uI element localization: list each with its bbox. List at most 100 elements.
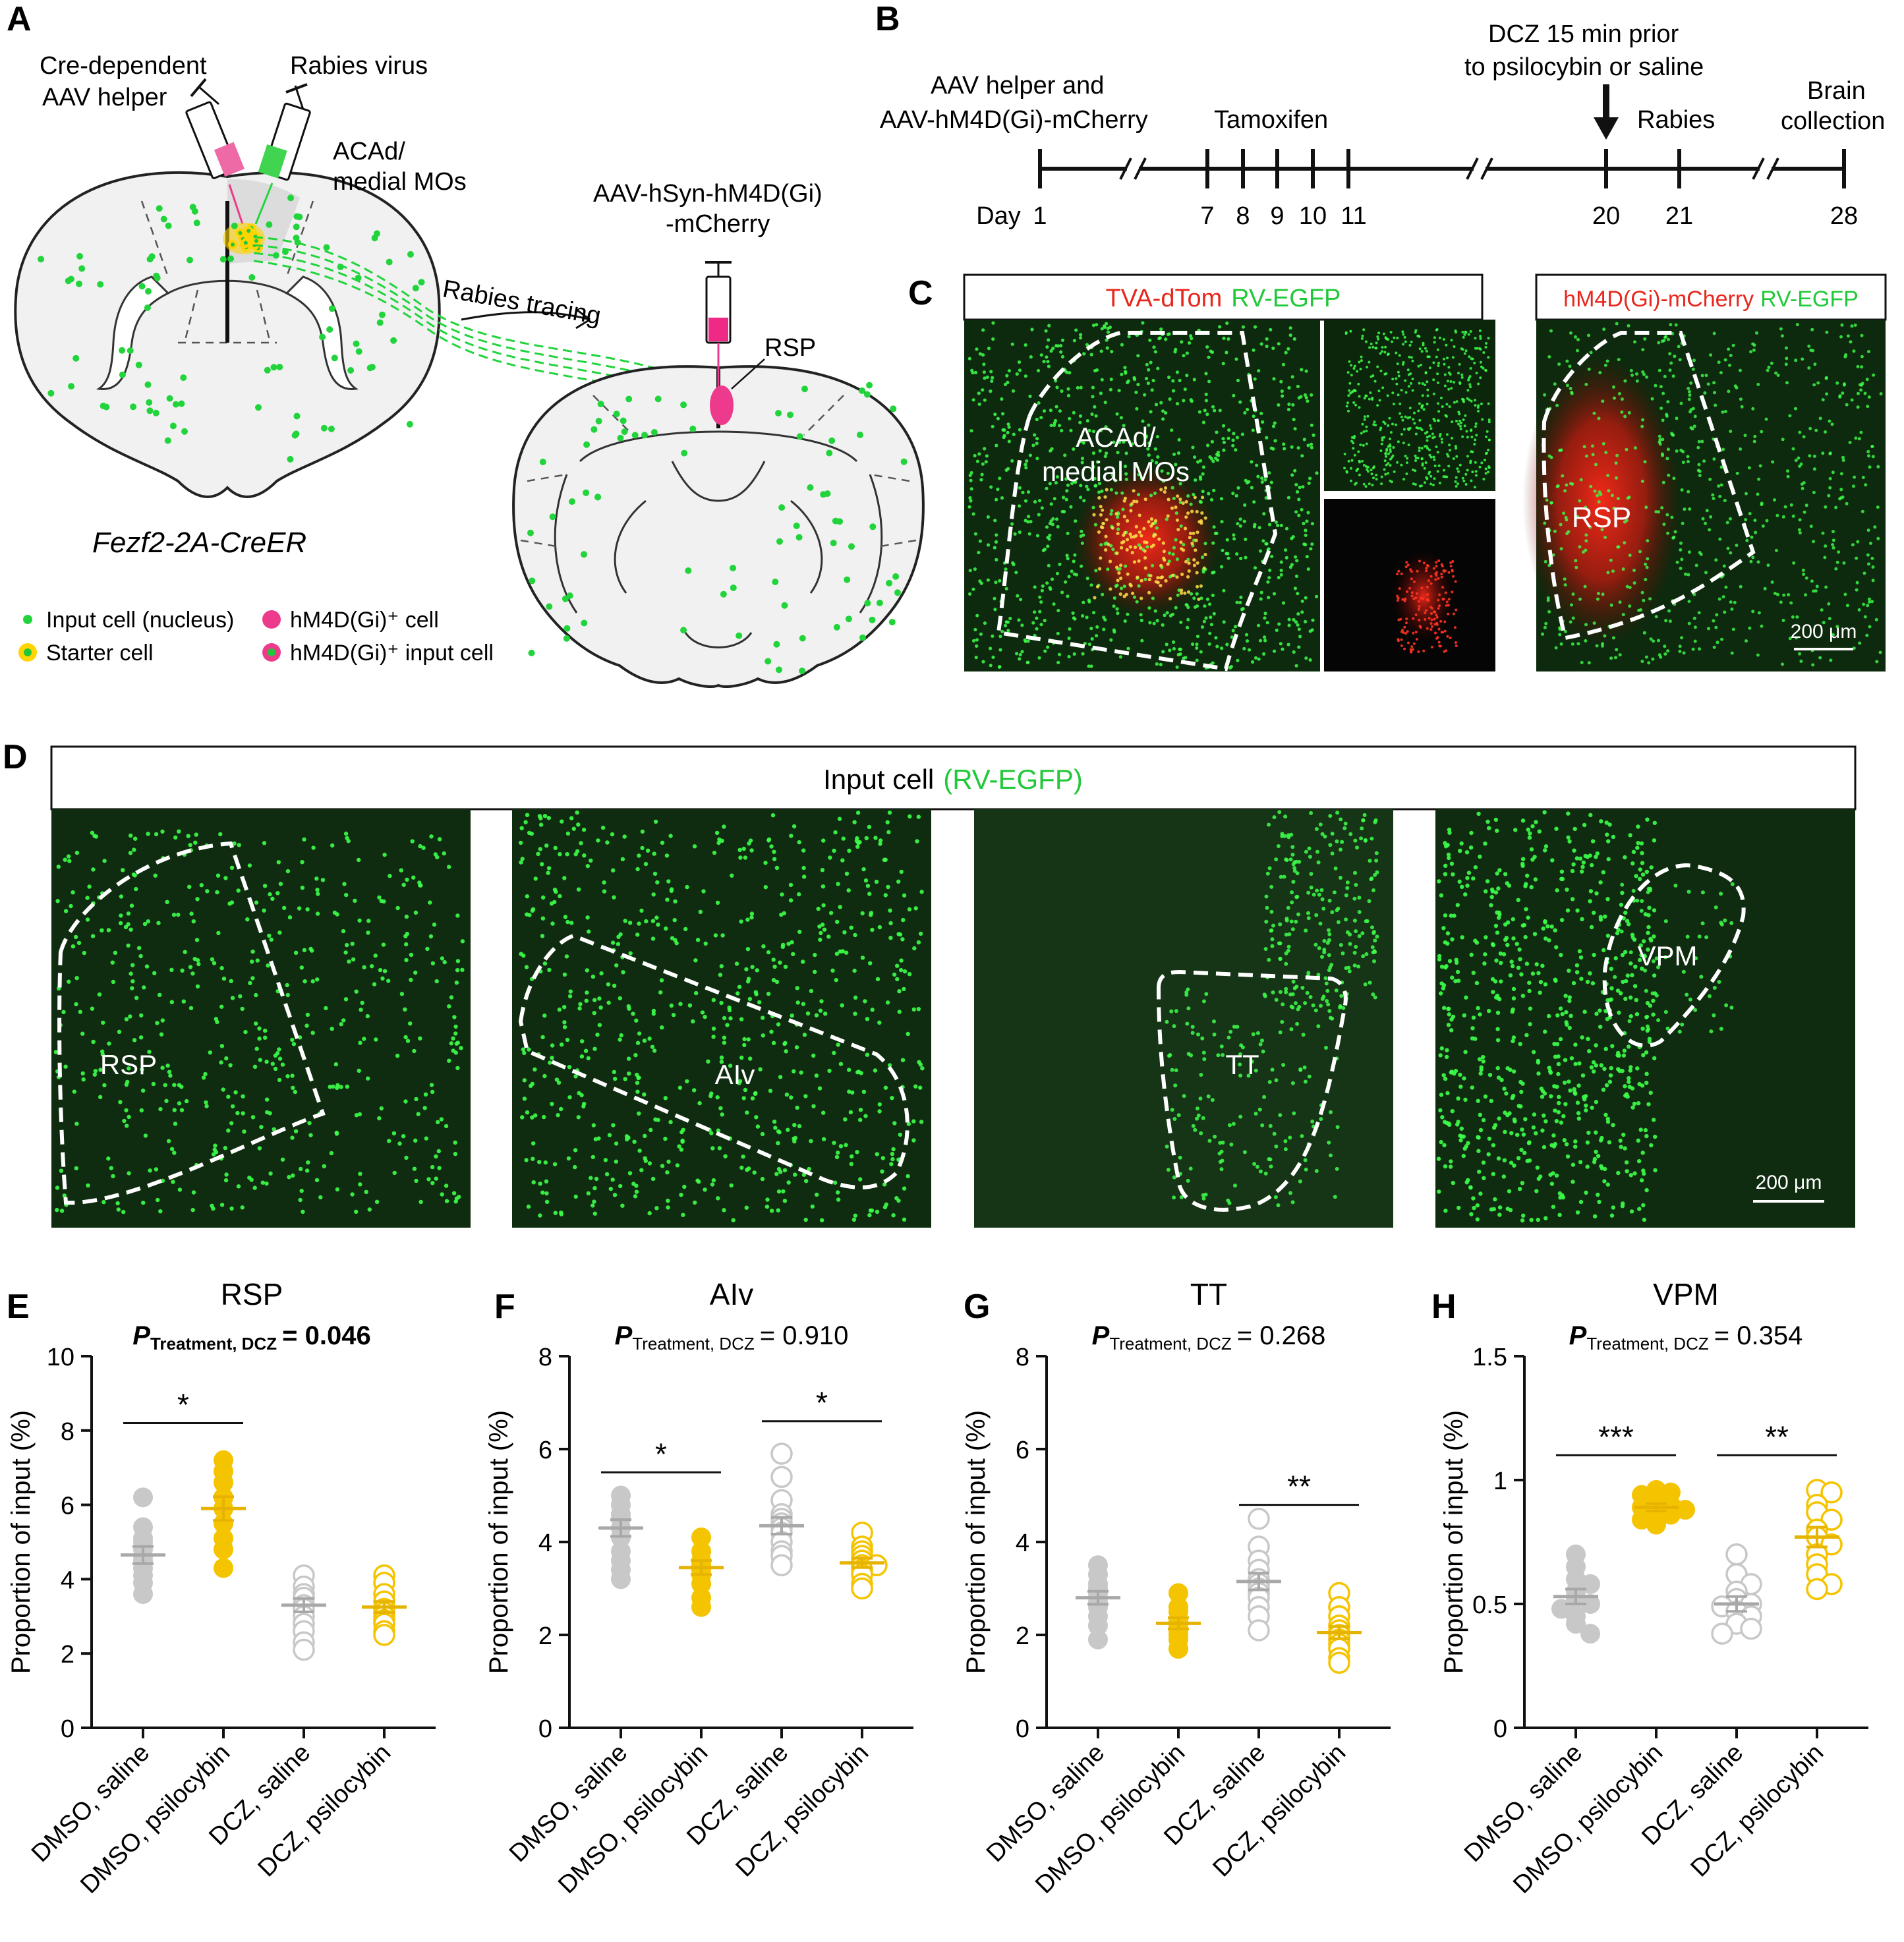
fluorescent-cell [1578,1160,1583,1164]
fluorescent-cell [1866,449,1870,453]
fluorescent-cell [639,908,644,913]
fluorescent-cell [1291,979,1296,984]
fluorescent-cell [1629,1209,1634,1214]
fluorescent-cell [1244,556,1248,559]
fluorescent-cell [1043,619,1047,623]
fluorescent-cell [1353,838,1358,843]
fluorescent-cell [1693,625,1697,629]
fluorescent-cell [1686,455,1690,459]
fluorescent-cell [1652,934,1656,939]
fluorescent-cell [1439,893,1444,898]
input-cell [569,498,575,505]
fluorescent-cell [1487,826,1491,830]
fluorescent-cell [74,1166,79,1171]
fluorescent-cell [1465,430,1468,433]
fluorescent-cell [1122,515,1126,519]
fluorescent-cell [1058,409,1062,413]
fluorescent-cell [1564,1142,1569,1147]
fluorescent-cell [1499,979,1503,984]
fluorescent-cell [665,898,670,902]
fluorescent-cell [694,990,699,996]
legend-hm4d-label: hM4D(Gi)⁺ cell [290,608,439,633]
fluorescent-cell [1642,1217,1647,1222]
fluorescent-cell [540,934,545,938]
input-cells-left [38,194,425,463]
fluorescent-cell [1234,357,1238,361]
fluorescent-cell [1704,571,1708,575]
fluorescent-cell [1543,982,1548,986]
fluorescent-cell [730,873,734,878]
fluorescent-cell [1643,1128,1648,1133]
fluorescent-cell [1543,844,1549,849]
fluorescent-cell [519,826,524,831]
fluorescent-cell [160,829,165,834]
fluorescent-cell [1355,845,1359,850]
fluorescent-cell [1122,424,1126,428]
fluorescent-cell [1610,494,1614,498]
starter-cell-core [246,229,251,233]
fluorescent-cell [794,1045,799,1050]
fluorescent-cell [1691,647,1695,651]
fluorescent-cell [973,567,977,571]
fluorescent-cell [1391,378,1395,381]
fluorescent-cell [1087,428,1091,433]
fluorescent-cell [554,1077,560,1082]
fluorescent-cell [1542,1145,1547,1150]
fluorescent-cell [1466,397,1469,400]
fluorescent-cell [1496,886,1501,891]
fluorescent-cell [1647,905,1652,910]
fluorescent-cell [1436,636,1439,639]
fluorescent-cell [1462,400,1465,403]
fluorescent-cell [1081,652,1085,656]
fluorescent-cell [1453,1068,1458,1073]
fluorescent-cell [1774,371,1778,375]
fluorescent-cell [1292,1111,1296,1116]
fluorescent-cell [993,413,997,416]
fluorescent-cell [1226,436,1230,440]
fluorescent-cell [1454,480,1457,483]
fluorescent-cell [849,925,853,930]
fluorescent-cell [803,1217,808,1222]
fluorescent-cell [153,873,158,878]
fluorescent-cell [219,1060,223,1065]
fluorescent-cell [1462,1146,1467,1151]
fluorescent-cell [1258,549,1263,553]
fluorescent-cell [1164,411,1168,415]
fluorescent-cell [1658,438,1662,442]
fluorescent-cell [1286,496,1290,500]
fluorescent-cell [1327,1140,1331,1145]
fluorescent-cell [1055,386,1059,389]
fluorescent-cell [975,638,979,642]
fluorescent-cell [1232,537,1236,541]
fluorescent-cell [1482,1176,1486,1181]
fluorescent-cell [1487,448,1490,451]
fluorescent-cell [1574,565,1578,569]
fluorescent-cell [1147,442,1151,445]
fluorescent-cell [542,961,548,966]
fluorescent-cell [1578,597,1582,601]
fluorescent-cell [1193,1128,1197,1132]
fluorescent-cell [1644,1050,1649,1055]
fluorescent-cell [1670,515,1674,519]
fluorescent-cell [212,961,217,965]
fluorescent-cell [1242,1150,1247,1155]
fluorescent-cell [299,1188,304,1193]
fluorescent-cell [1480,461,1484,465]
fluorescent-cell [1304,395,1308,400]
fluorescent-cell [1306,399,1310,403]
fluorescent-cell [401,1134,406,1139]
legend-hm4d-icon [262,610,281,629]
fluorescent-cell [1661,418,1665,422]
fluorescent-cell [1632,581,1636,585]
fluorescent-cell [1259,597,1263,601]
fluorescent-cell [172,1083,177,1087]
fluorescent-cell [1360,355,1363,358]
fluorescent-cell [1217,453,1221,457]
fluorescent-cell [610,868,616,873]
fluorescent-cell [1660,506,1664,510]
fluorescent-cell [1186,617,1190,621]
fluorescent-cell [1607,822,1612,827]
fluorescent-cell [1028,394,1032,399]
fluorescent-cell [1455,903,1460,907]
fluorescent-cell [1297,498,1301,501]
